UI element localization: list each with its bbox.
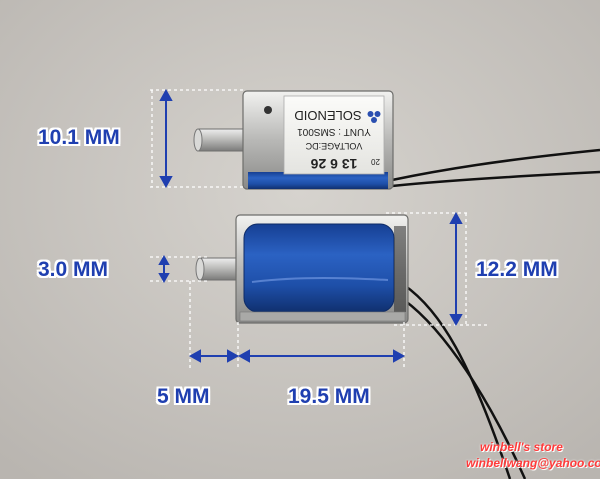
dimension-arrows xyxy=(158,88,463,363)
watermark-email: winbellwang@yahoo.com xyxy=(466,456,600,470)
bottom-solenoid xyxy=(195,214,527,479)
dimension-body-height: 12.2 MM xyxy=(476,258,558,281)
top-solenoid: 13 6 26 20 VOLTAGE:DC YUNT : SMS001 SOLE… xyxy=(193,90,600,190)
dimension-guides xyxy=(150,89,490,368)
label-model: YUNT : SMS001 xyxy=(297,126,371,137)
label-brand: SOLENOID xyxy=(294,108,361,123)
label-date: 13 6 26 xyxy=(310,156,357,172)
label-prefix: 20 xyxy=(371,157,380,166)
dimension-plunger-length: 5 MM xyxy=(157,385,210,408)
dimension-body-length: 19.5 MM xyxy=(288,385,370,408)
label-voltage: VOLTAGE:DC xyxy=(305,141,362,151)
dimension-plunger-diameter: 3.0 MM xyxy=(38,258,109,281)
dimension-top-height: 10.1 MM xyxy=(38,126,120,149)
watermark-store: winbell's store xyxy=(480,440,563,454)
brand-logo-icon xyxy=(367,111,381,123)
solenoid-label: 13 6 26 20 VOLTAGE:DC YUNT : SMS001 SOLE… xyxy=(294,108,381,172)
